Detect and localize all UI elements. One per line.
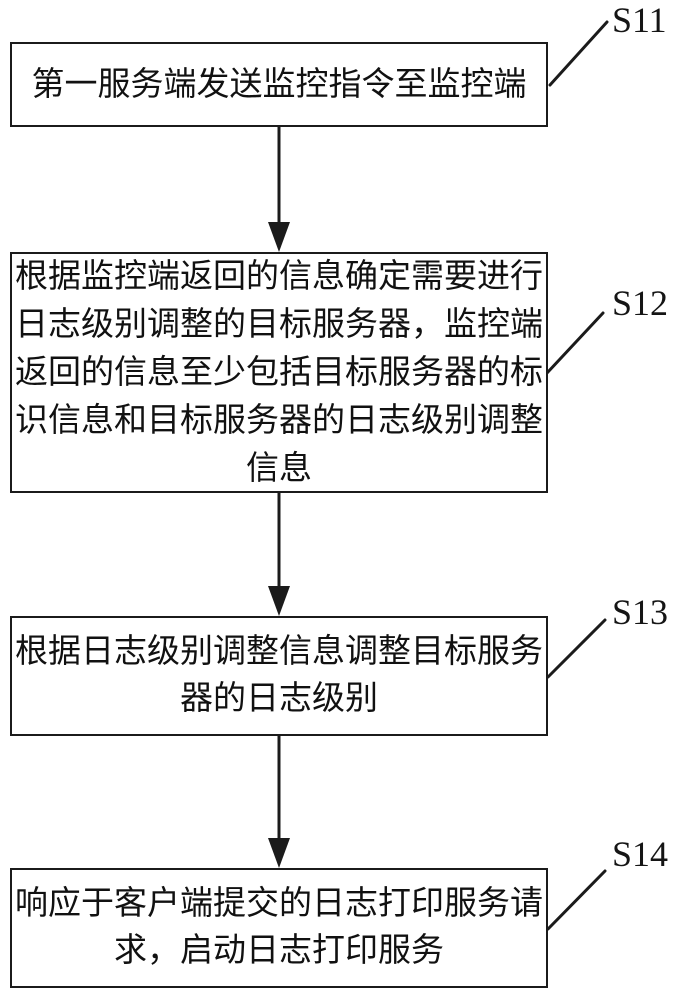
arrow-head-icon [268,586,290,616]
flow-arrow-2 [268,493,290,616]
step-box-s12: 根据监控端返回的信息确定需要进行 日志级别调整的目标服务器，监控端 返回的信息至… [10,252,548,493]
leader-line-s11 [548,20,609,87]
step-label-s12: S12 [612,283,669,323]
step-text-line: 器的日志级别 [180,681,378,717]
step-text-line: 根据日志级别调整信息调整目标服务 [15,634,543,670]
arrow-head-icon [268,222,290,252]
step-box-s14: 响应于客户端提交的日志打印服务请 求，启动日志打印服务 [10,868,548,988]
step-box-s13: 根据日志级别调整信息调整目标服务 器的日志级别 [10,616,548,736]
step-label-s13: S13 [612,592,669,632]
step-text-line: 日志级别调整的目标服务器，监控端 [15,306,543,343]
step-text-line: 返回的信息至少包括目标服务器的标 [15,354,543,391]
step-text-line: 响应于客户端提交的日志打印服务请 [15,886,543,922]
flow-arrow-1 [268,127,290,252]
step-box-s11: 第一服务端发送监控指令至监控端 [10,42,548,127]
leader-line-s14 [546,869,607,931]
step-text-line: 识信息和目标服务器的日志级别调整 [15,402,543,439]
leader-line-s12 [545,311,605,375]
step-text-line: 信息 [246,450,312,487]
step-text-line: 第一服务端发送监控指令至监控端 [31,66,527,103]
leader-line-s13 [546,618,607,679]
step-label-s14: S14 [612,834,669,874]
arrow-head-icon [268,838,290,868]
step-label-s11: S11 [612,0,667,40]
step-text-line: 根据监控端返回的信息确定需要进行 [15,258,543,295]
flow-arrow-3 [268,736,290,868]
step-text-line: 求，启动日志打印服务 [114,933,444,969]
